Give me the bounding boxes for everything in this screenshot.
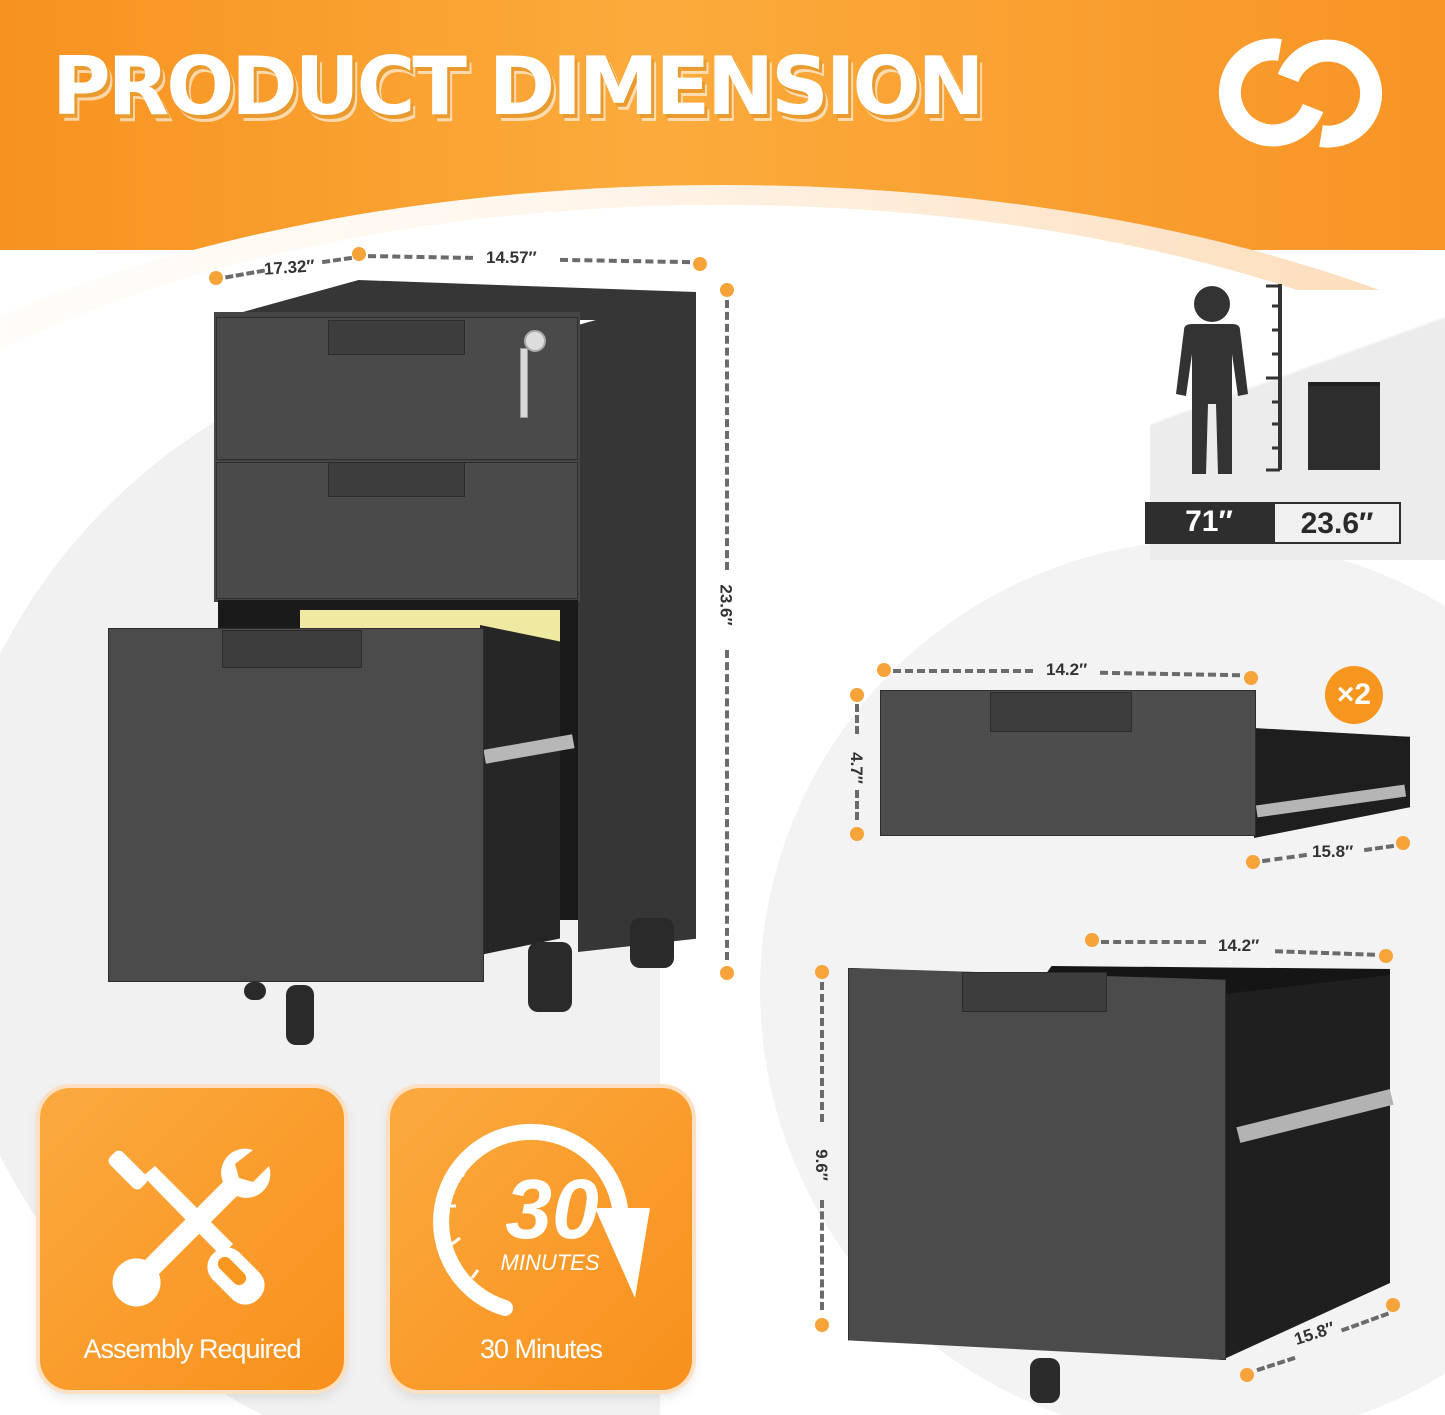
file-drawer-height-label: 9.6″	[811, 1149, 831, 1181]
dimension-dot	[1379, 949, 1393, 963]
dimension-dot	[720, 283, 734, 297]
height-dash-line	[820, 982, 824, 1122]
timer-unit: MINUTES	[501, 1250, 600, 1275]
height-ruler-icon	[1266, 284, 1282, 472]
dimension-dot	[1386, 1298, 1400, 1312]
dimension-dot	[352, 247, 366, 261]
drawer-handle	[222, 630, 362, 668]
drawer-handle	[328, 462, 465, 497]
width-dash-line	[893, 669, 1033, 673]
caster-wheel	[1030, 1358, 1060, 1403]
brand-interlocking-rings-icon	[1218, 38, 1383, 148]
height-dash-line	[725, 650, 729, 960]
feature-card-assembly: Assembly Required	[40, 1088, 344, 1390]
dimension-dot	[1246, 855, 1260, 869]
small-drawer-width-label: 14.2″	[1046, 660, 1088, 679]
cabinet-depth-label: 17.32″	[263, 256, 316, 279]
cabinet-height-value: 23.6″	[1273, 502, 1401, 544]
drawer-handle	[328, 320, 465, 355]
height-dash-line	[855, 704, 859, 734]
dimension-dot	[693, 257, 707, 271]
file-drawer-front	[848, 968, 1226, 1360]
file-drawer-open	[108, 628, 484, 982]
page-title: PRODUCT DIMENSION	[52, 40, 984, 133]
dimension-dot	[850, 688, 864, 702]
file-drawer-width-label: 14.2″	[1218, 936, 1260, 955]
dimension-dot	[1085, 933, 1099, 947]
caster-wheel	[286, 985, 314, 1045]
feature-card-time: 30 MINUTES 30 Minutes	[390, 1088, 692, 1390]
quantity-badge: ×2	[1325, 666, 1383, 724]
caster-wheel	[244, 982, 266, 1000]
cabinet-height-label: 23.6″	[716, 584, 736, 626]
cabinet-thumbnail-icon	[1308, 382, 1380, 470]
timer-30-minutes-icon: 30 MINUTES	[433, 1123, 650, 1316]
drawer-handle	[990, 692, 1132, 732]
dimension-dot	[720, 966, 734, 980]
small-drawer-height-label: 4.7″	[846, 752, 866, 784]
dimension-dot	[1240, 1368, 1254, 1382]
caster-wheel	[630, 918, 674, 968]
feature-label: 30 Minutes	[479, 1334, 603, 1364]
dimension-dot	[1244, 671, 1258, 685]
person-height-value: 71″	[1145, 502, 1273, 544]
width-dash-line	[1101, 940, 1206, 944]
person-silhouette-icon	[1176, 286, 1248, 474]
height-dash-line	[855, 790, 859, 820]
dimension-dot	[877, 663, 891, 677]
dimension-dot	[815, 1318, 829, 1332]
height-dash-line	[820, 1200, 824, 1310]
dimension-dot	[815, 965, 829, 979]
open-drawer-side	[480, 625, 560, 955]
timer-number: 30	[505, 1162, 598, 1256]
drawer-handle	[962, 972, 1107, 1012]
dimension-dot	[850, 827, 864, 841]
wrench-screwdriver-icon	[108, 1148, 271, 1307]
dimension-dot	[209, 271, 223, 285]
cabinet-width-label: 14.57″	[486, 248, 537, 267]
height-dash-line	[725, 300, 729, 570]
dimension-dot	[1396, 836, 1410, 850]
feature-label: Assembly Required	[83, 1334, 301, 1364]
small-drawer-depth-label: 15.8″	[1312, 842, 1354, 861]
lock-with-key-icon	[518, 330, 548, 450]
caster-wheel	[528, 942, 572, 1012]
cabinet-side-panel	[578, 292, 696, 952]
